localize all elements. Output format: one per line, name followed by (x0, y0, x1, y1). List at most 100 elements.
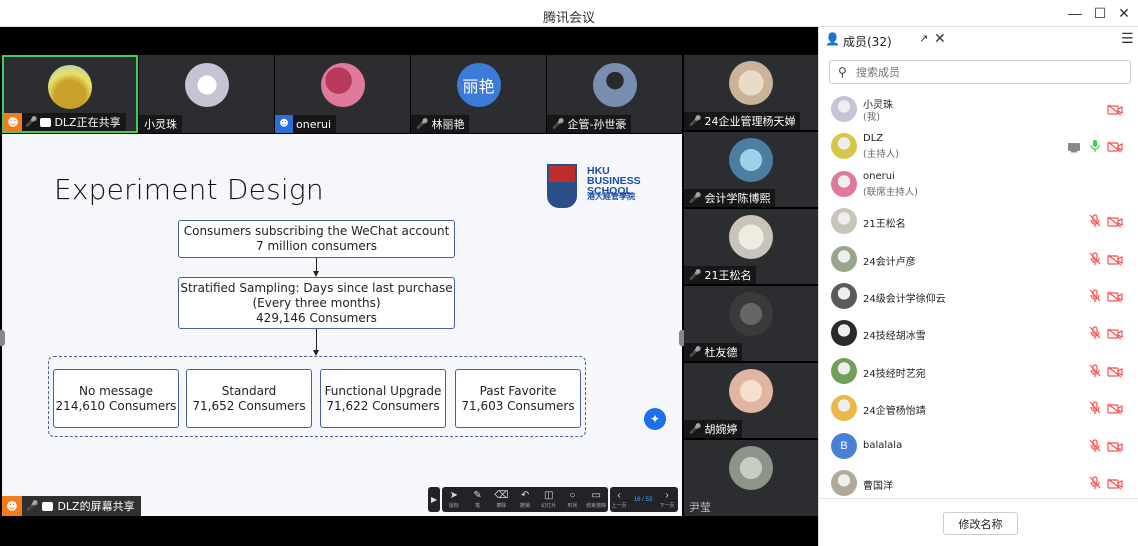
avatar (831, 470, 857, 496)
mic-off-icon: 🎤 (689, 115, 702, 127)
eraser-tool[interactable]: ⌫擦除 (494, 490, 509, 509)
avatar (831, 133, 857, 160)
video-tile[interactable]: 🎤 会计学陈博熙 (684, 132, 818, 207)
video-nametag: 🎤 胡婉婷 (684, 420, 743, 438)
member-row[interactable]: onerui(联席主持人) (819, 165, 1138, 202)
screen-share-icon (1067, 140, 1083, 153)
video-tile[interactable]: 🎤 杜友德 (684, 286, 818, 361)
toolbar-collapse[interactable]: ▶ (428, 487, 440, 512)
camera-off-icon[interactable] (1107, 477, 1123, 490)
mic-off-icon[interactable] (1089, 289, 1101, 303)
gallery-nametag: ☻ onerui (275, 115, 337, 133)
gallery-tile[interactable]: 小灵珠 (139, 55, 274, 133)
member-row[interactable]: 曹国洋 (819, 464, 1138, 501)
pen-tool[interactable]: ✎笔 (473, 490, 482, 509)
camera-off-icon[interactable] (1107, 327, 1123, 340)
avatar (592, 63, 637, 107)
mic-off-icon[interactable] (1089, 364, 1101, 378)
shape-tool[interactable]: ○形状 (567, 490, 578, 509)
members-panel: 👤 成员(32) ↗ ✕ ☰ ⚲ 小灵珠(我)DLZ(主持人)onerui(联席… (818, 27, 1138, 546)
cursor-icon: ➤ (449, 490, 459, 501)
logo-chinese: 港大經管學院 (587, 192, 635, 201)
rename-button[interactable]: 修改名称 (943, 512, 1018, 535)
video-tile[interactable]: 🎤 21王松名 (684, 209, 818, 284)
mic-off-icon: 🎤 (416, 118, 429, 130)
end-icon: ▭ (591, 490, 601, 501)
mic-off-icon[interactable] (1089, 438, 1101, 453)
mic-off-icon: 🎤 (689, 423, 702, 435)
mic-off-icon: 🎤 (552, 118, 565, 130)
pop-out-icon[interactable]: ↗ (919, 33, 929, 45)
avatar (729, 369, 773, 413)
mic-off-icon: 🎤 (689, 192, 702, 204)
participant-name: 21王松名 (704, 269, 752, 282)
video-nametag: 🎤 24企业管理杨天婵 (684, 112, 801, 130)
arrow (316, 329, 317, 351)
mic-on-icon[interactable] (1089, 139, 1101, 153)
gallery-tile-sharer[interactable]: ☻ 🎤 DLZ正在共享 (2, 55, 138, 133)
member-row[interactable]: 24技经胡冰雪 (819, 314, 1138, 351)
mic-off-icon: 🎤 (689, 269, 702, 281)
camera-off-icon[interactable] (1107, 365, 1123, 378)
search-input[interactable] (856, 64, 1116, 80)
right-collapse-handle[interactable] (679, 330, 684, 346)
member-role: (我) (863, 112, 880, 123)
slide-tool[interactable]: ◫幻灯片 (541, 490, 557, 509)
share-label: DLZ的屏幕共享 (57, 500, 135, 513)
camera-off-icon[interactable] (1107, 103, 1123, 116)
camera-off-icon[interactable] (1107, 440, 1123, 453)
video-tile[interactable]: 🎤 24企业管理杨天婵 (684, 55, 818, 130)
camera-off-icon[interactable] (1107, 215, 1123, 228)
video-tile[interactable]: 🎤 胡婉婷 (684, 363, 818, 438)
maximize-icon[interactable]: ☐ (1093, 4, 1107, 21)
member-row[interactable]: DLZ(主持人) (819, 127, 1138, 164)
mic-off-icon[interactable] (1089, 251, 1101, 266)
sampling-box: Stratified Sampling: Days since last pur… (178, 277, 455, 329)
camera-off-icon[interactable] (1107, 140, 1123, 153)
mic-off-icon[interactable] (1089, 401, 1101, 415)
gallery-tile[interactable]: 丽艳 🎤 林丽艳 (411, 55, 546, 133)
gallery-nametag: 🎤 林丽艳 (411, 115, 470, 133)
hku-logo: HKU BUSINESS SCHOOL 港大經管學院 (547, 164, 657, 210)
camera-off-icon[interactable] (1107, 402, 1123, 415)
end-show-tool[interactable]: ▭结束放映 (586, 490, 607, 509)
member-name: 曹国洋 (863, 481, 893, 492)
cursor-tool[interactable]: ➤鼠标 (448, 490, 459, 509)
mic-off-icon[interactable] (1089, 476, 1101, 490)
mic-off-icon[interactable] (1089, 214, 1101, 228)
camera-off-icon[interactable] (1107, 290, 1123, 303)
population-box: Consumers subscribing the WeChat account… (178, 220, 455, 258)
left-collapse-handle[interactable] (0, 330, 5, 346)
member-search[interactable]: ⚲ (829, 60, 1131, 84)
member-row[interactable]: 24级会计学徐仰云 (819, 277, 1138, 314)
arrow (316, 258, 317, 272)
prev-page-button[interactable]: ‹上一页 (611, 490, 627, 509)
undo-tool[interactable]: ↶撤销 (520, 490, 531, 509)
floating-action-icon[interactable]: ✦ (644, 408, 666, 430)
mic-off-icon: 🎤 (689, 346, 702, 358)
member-name: 24会计卢彦 (863, 256, 916, 268)
mic-off-icon[interactable] (1089, 326, 1101, 340)
member-row[interactable]: 24企管杨怡靖 (819, 389, 1138, 426)
menu-icon[interactable]: ☰ (1121, 30, 1134, 46)
camera-off-icon[interactable] (1107, 253, 1123, 266)
gallery-nametag: 🎤 企管-孙世豪 (547, 115, 632, 133)
member-row[interactable]: 小灵珠(我) (819, 90, 1138, 127)
video-tile[interactable]: 尹莹 (684, 440, 818, 516)
gallery-tile[interactable]: ☻ onerui (275, 55, 410, 133)
close-icon[interactable]: ✕ (1118, 4, 1130, 21)
member-row[interactable]: 24技经时艺宛 (819, 352, 1138, 389)
member-row[interactable]: 24会计卢彦 (819, 240, 1138, 277)
minimize-icon[interactable]: — (1068, 5, 1082, 21)
next-page-button[interactable]: ›下一页 (659, 490, 675, 509)
groups-container (48, 356, 586, 437)
avatar (320, 63, 365, 107)
member-row[interactable]: 21王松名 (819, 202, 1138, 239)
window-title: 腾讯会议 (542, 11, 595, 26)
member-name: 21王松名 (863, 219, 906, 231)
participant-name: 小灵珠 (144, 118, 177, 131)
gallery-tile[interactable]: 🎤 企管-孙世豪 (547, 55, 682, 133)
close-panel-icon[interactable]: ✕ (934, 30, 946, 46)
